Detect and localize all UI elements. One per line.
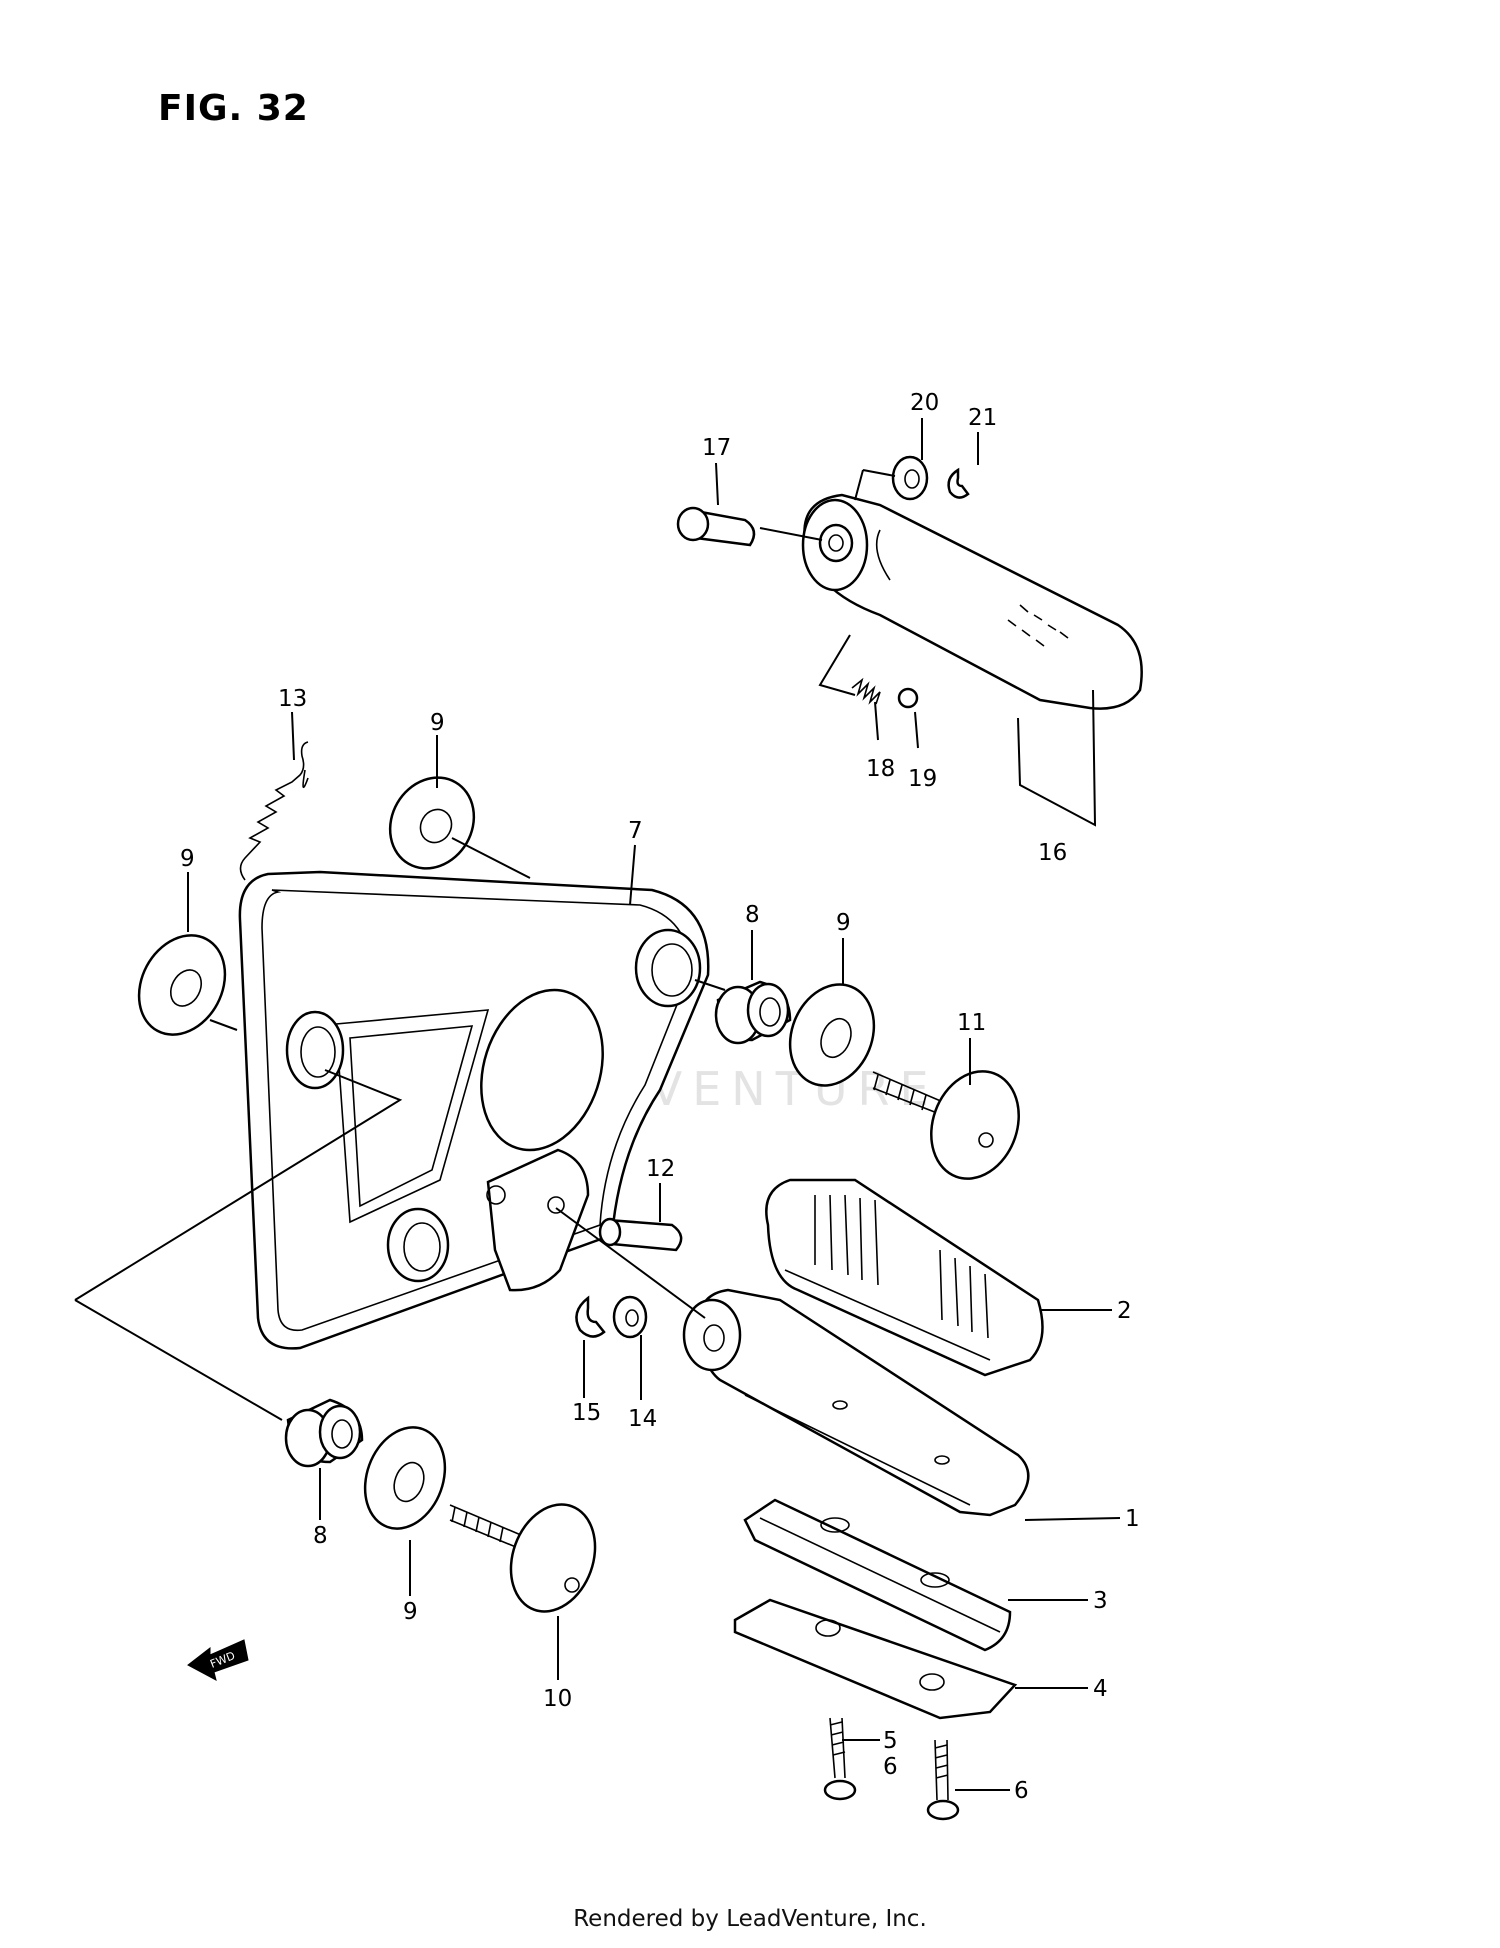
callout-2: 2 bbox=[1117, 1298, 1132, 1324]
bushing-part-8-top bbox=[714, 980, 792, 1045]
callout-9-right: 9 bbox=[836, 910, 851, 936]
callout-9-top: 9 bbox=[430, 710, 445, 736]
callout-8-top: 8 bbox=[745, 902, 760, 928]
callout-16: 16 bbox=[1038, 840, 1067, 866]
callout-9-bottom: 9 bbox=[403, 1599, 418, 1625]
washer-part-9-bottom bbox=[363, 1426, 447, 1530]
pin-part-17 bbox=[676, 506, 756, 547]
footrest-rubber-part-2 bbox=[765, 1178, 1044, 1377]
footrest-part-1 bbox=[682, 1288, 1030, 1517]
e-clip-part-15 bbox=[575, 1295, 606, 1338]
washer-part-9-right bbox=[788, 983, 876, 1087]
washer-part-9-top bbox=[388, 776, 476, 870]
callout-11: 11 bbox=[957, 1010, 986, 1036]
figure-title: FIG. 32 bbox=[158, 88, 309, 129]
callout-10: 10 bbox=[543, 1686, 572, 1712]
callout-17: 17 bbox=[702, 435, 731, 461]
pin-part-12 bbox=[598, 1217, 683, 1252]
callout-13: 13 bbox=[278, 686, 307, 712]
fwd-arrow-icon: FWD bbox=[187, 1639, 249, 1681]
callout-15: 15 bbox=[572, 1400, 601, 1426]
bushing-part-8-bottom bbox=[284, 1398, 364, 1468]
callout-12: 12 bbox=[646, 1156, 675, 1182]
footer-credit: Rendered by LeadVenture, Inc. bbox=[573, 1906, 927, 1932]
callout-18: 18 bbox=[866, 756, 895, 782]
callout-1: 1 bbox=[1125, 1506, 1140, 1532]
callout-5: 5 bbox=[883, 1728, 898, 1754]
rear-footrest-part-16 bbox=[801, 493, 1143, 710]
bracket-plate-part-7 bbox=[238, 870, 710, 1350]
screw-part-6 bbox=[926, 1739, 960, 1821]
screw-part-5 bbox=[823, 1717, 857, 1801]
callout-20: 20 bbox=[910, 390, 939, 416]
washer-part-14 bbox=[612, 1295, 648, 1339]
footrest-base-part-4 bbox=[733, 1598, 1018, 1720]
callout-4: 4 bbox=[1093, 1676, 1108, 1702]
ball-part-19 bbox=[897, 687, 919, 709]
bolt-part-11 bbox=[872, 1070, 1020, 1180]
spring-part-18 bbox=[851, 677, 881, 705]
callout-7: 7 bbox=[628, 818, 643, 844]
callout-21: 21 bbox=[968, 405, 997, 431]
callout-labels: 13 9 9 7 8 9 11 12 2 1 3 4 5 6 6 15 14 8… bbox=[180, 390, 1140, 1804]
footrest-plate-part-3 bbox=[743, 1498, 1012, 1652]
washer-part-20 bbox=[891, 455, 929, 501]
leader-lines bbox=[74, 418, 1121, 1791]
callout-6a: 6 bbox=[883, 1754, 898, 1780]
bolt-part-10 bbox=[449, 1503, 597, 1613]
callout-8-bottom: 8 bbox=[313, 1523, 328, 1549]
spring-part-13 bbox=[239, 741, 309, 881]
callout-3: 3 bbox=[1093, 1588, 1108, 1614]
callout-6b: 6 bbox=[1014, 1778, 1029, 1804]
callout-14: 14 bbox=[628, 1406, 657, 1432]
callout-9-left: 9 bbox=[180, 846, 195, 872]
e-clip-part-21 bbox=[947, 467, 970, 499]
washer-part-9-left bbox=[137, 934, 227, 1036]
callout-19: 19 bbox=[908, 766, 937, 792]
